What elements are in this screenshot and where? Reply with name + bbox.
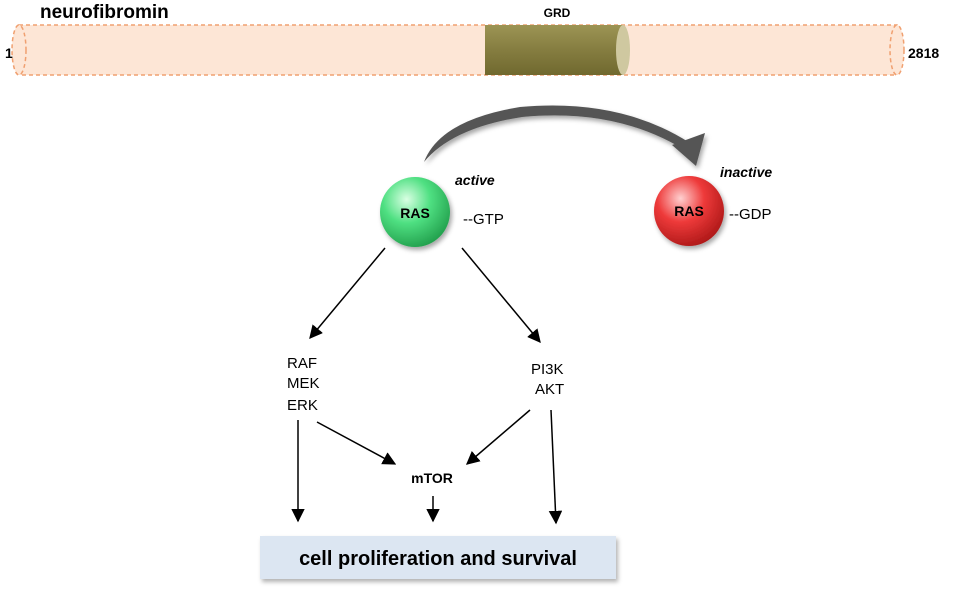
arrow-ras-to-pi3k: [461, 247, 541, 344]
raf-mek-erk-pathway: RAF MEK ERK: [287, 355, 320, 414]
protein-end-residue: 2818: [908, 45, 939, 61]
arrow-erk-to-mtor: [316, 421, 397, 465]
gap-arc-body: [410, 105, 690, 162]
grd-domain-cap: [616, 25, 630, 75]
neurofibromin-protein-bar: [11, 24, 905, 76]
ras-inactive-state: inactive: [720, 164, 772, 180]
grd-label: GRD: [544, 6, 571, 20]
outcome-label: cell proliferation and survival: [299, 548, 577, 570]
protein-start-residue: 1: [5, 45, 13, 61]
pathway-left-line: MEK: [287, 375, 320, 392]
arrow-akt-to-mtor: [465, 409, 531, 465]
protein-cylinder-left-cap: [11, 24, 27, 76]
ras-inactive-label: RAS: [674, 203, 704, 219]
ras-active-label: RAS: [400, 205, 430, 221]
pathway-right-line: AKT: [535, 381, 564, 398]
grd-domain: [485, 25, 623, 75]
ras-inactive-nucleotide: --GDP: [729, 206, 772, 223]
protein-cylinder-body: [18, 24, 898, 76]
pathway-left-line: ERK: [287, 397, 318, 414]
mtor-label: mTOR: [411, 470, 453, 486]
protein-cylinder-right-cap: [889, 24, 905, 76]
gap-conversion-arrow: [410, 105, 705, 166]
protein-name: neurofibromin: [40, 2, 169, 23]
outcome-box: [260, 536, 616, 579]
pathway-left-line: RAF: [287, 355, 317, 372]
ras-active-sphere: [380, 177, 450, 247]
pathway-right-line: PI3K: [531, 361, 564, 378]
ras-inactive-sphere: [654, 176, 724, 246]
gap-arrowhead: [672, 133, 705, 166]
arrow-ras-to-raf: [309, 247, 386, 340]
ras-active-nucleotide: --GTP: [463, 211, 504, 228]
pi3k-akt-pathway: PI3K AKT: [531, 361, 564, 398]
ras-active-state: active: [455, 172, 495, 188]
arrow-akt-to-outcome: [548, 409, 563, 525]
signalling-arrows: [291, 247, 563, 525]
